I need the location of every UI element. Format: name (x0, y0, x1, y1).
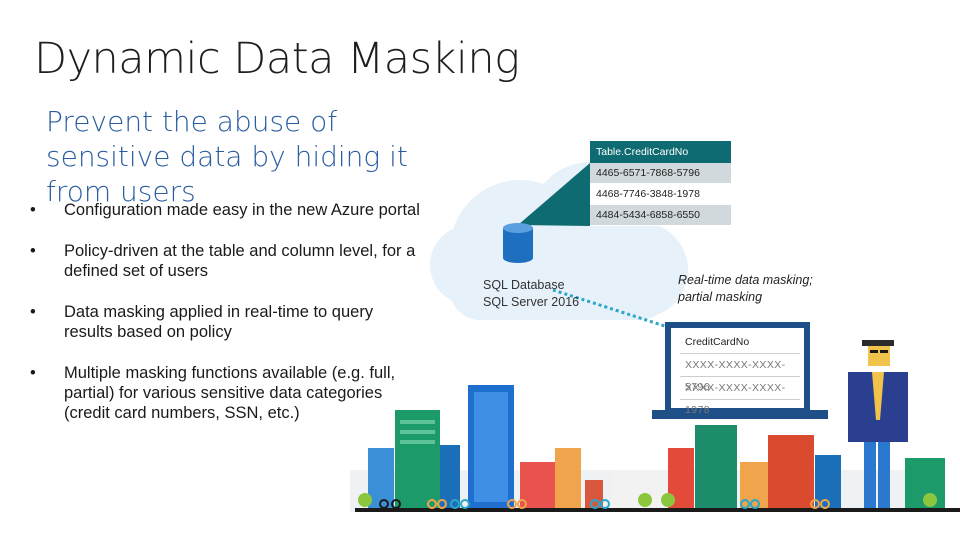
bicycle-icons (379, 499, 830, 509)
table-header: Table.CreditCardNo (590, 141, 731, 163)
slide-subtitle: Prevent the abuse of sensitive data by h… (46, 105, 408, 208)
bullet-item: • Multiple masking functions available (e… (30, 363, 420, 423)
credit-card-table: Table.CreditCardNo 4465-6571-7868-5796 4… (590, 141, 731, 226)
masked-column-view: CreditCardNo XXXX-XXXX-XXXX-5796 XXXX-XX… (680, 331, 800, 416)
bullet-list: • Configuration made easy in the new Azur… (30, 200, 420, 444)
database-icon (503, 223, 533, 263)
bullet-marker: • (30, 242, 36, 260)
bullet-marker: • (30, 201, 36, 219)
masking-caption-line: partial masking (678, 290, 763, 304)
table-row: 4484-5434-6858-6550 (590, 205, 731, 226)
masking-caption-line: Real-time data masking; (678, 273, 813, 287)
table-row: 4468-7746-3848-1978 (590, 184, 731, 205)
bullet-item: • Policy-driven at the table and column l… (30, 241, 420, 281)
bullet-text: Data masking applied in real-time to que… (64, 303, 374, 341)
masked-row: XXXX-XXXX-XXXX-1978 (680, 377, 800, 416)
database-name: SQL Database (483, 278, 565, 292)
user-figure (848, 340, 908, 508)
bullet-text: Policy-driven at the table and column le… (64, 242, 416, 280)
bullet-item: • Data masking applied in real-time to qu… (30, 302, 420, 342)
bullet-text: Multiple masking functions available (e.… (64, 364, 396, 422)
slide-title: Dynamic Data Masking (34, 34, 520, 84)
bullet-text: Configuration made easy in the new Azure… (64, 201, 420, 219)
database-version: SQL Server 2016 (483, 295, 580, 309)
bullet-item: • Configuration made easy in the new Azur… (30, 200, 420, 220)
bullet-marker: • (30, 303, 36, 321)
masked-row: XXXX-XXXX-XXXX-5796 (680, 354, 800, 393)
masked-column-header: CreditCardNo (680, 331, 800, 354)
city-skyline (350, 385, 945, 512)
bullet-marker: • (30, 364, 36, 382)
table-row: 4465-6571-7868-5796 (590, 163, 731, 184)
tree-icons (358, 493, 937, 507)
ground-line (355, 508, 960, 512)
projection-beam (518, 163, 590, 226)
database-label: SQL Database SQL Server 2016 (483, 277, 579, 311)
masking-caption: Real-time data masking; partial masking (678, 272, 813, 306)
